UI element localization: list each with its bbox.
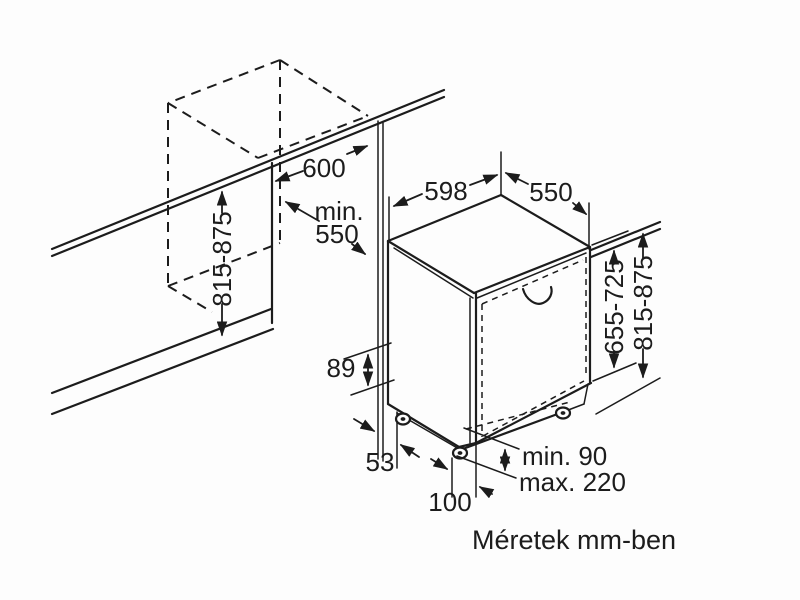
niche-height-label: 815-875: [207, 211, 237, 306]
niche-depth-prefix-label: min.: [314, 196, 363, 226]
dimension-arrows: [216, 145, 649, 499]
diagram-caption: Méretek mm-ben: [472, 525, 676, 555]
niche-outline: [50, 59, 446, 462]
extension-lines: [343, 151, 637, 498]
dimension-labels: 600 min. 550 815-875 598 550 655-725 815…: [207, 153, 676, 555]
appliance-height-label: 815-875: [628, 255, 658, 350]
adjustable-foot: [394, 412, 412, 426]
door-height-label: 655-725: [599, 259, 629, 354]
adjustable-foot: [554, 406, 572, 420]
feet-max-label: max. 220: [519, 467, 626, 497]
appliance-width-label: 598: [424, 176, 467, 206]
niche-depth-value-label: 550: [315, 219, 358, 249]
door-handle-curve: [521, 285, 553, 305]
feet-min-label: min. 90: [522, 441, 607, 471]
front-gap-label: 53: [366, 447, 395, 477]
appliance-depth-label: 550: [529, 177, 572, 207]
appliance-outline: [386, 193, 662, 469]
base-recess-label: 100: [428, 487, 471, 517]
niche-width-label: 600: [302, 153, 345, 183]
plinth-height-label: 89: [327, 353, 356, 383]
